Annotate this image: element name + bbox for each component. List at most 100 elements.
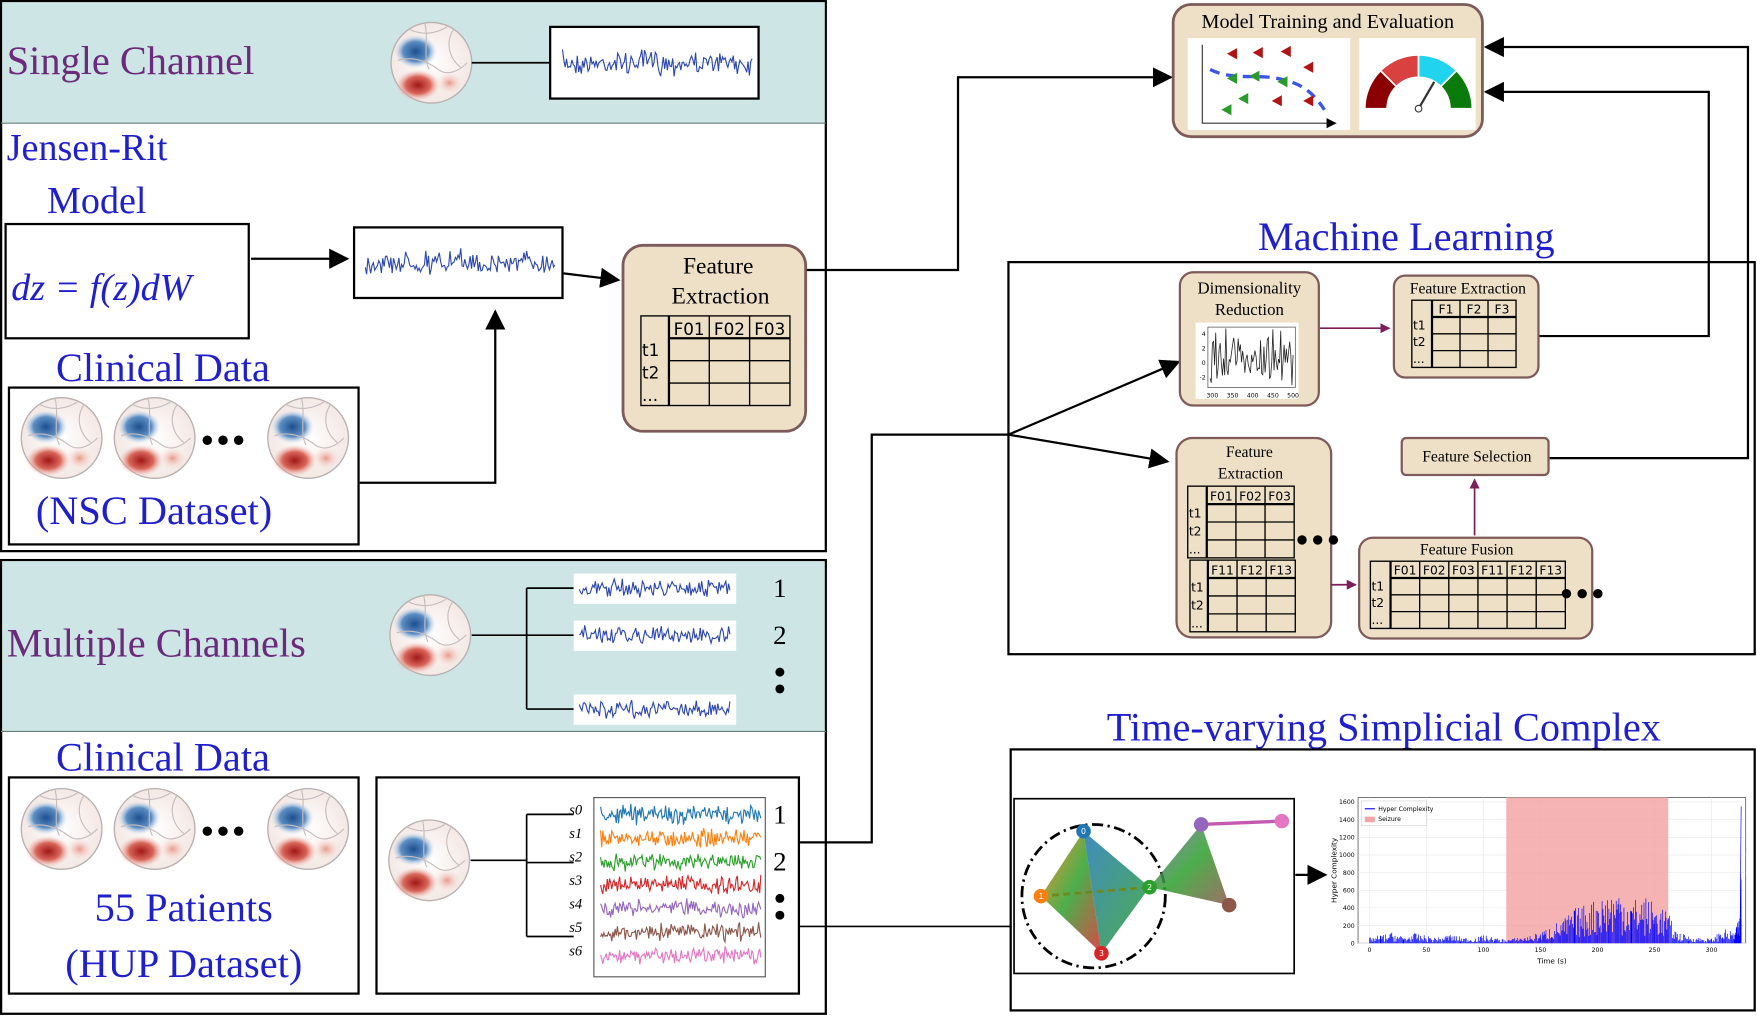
hc-x-tick: 100 [1478,947,1490,954]
complex-node-label: 0 [1081,827,1086,836]
complex-node-4 [1193,817,1209,832]
complex-node-label: 3 [1099,949,1104,958]
class-b-marker [1277,76,1288,88]
table-header: F3 [1495,303,1510,317]
table-header: F12 [1240,564,1263,578]
table-row-label: t2 [642,363,659,383]
table-row-label: ... [1413,352,1425,366]
class-a-marker [1280,45,1291,58]
hup-channel-label-1: 1 [773,799,786,829]
table-header: F12 [1510,564,1533,578]
channel-signals [578,576,731,720]
hup-head-icon-1 [20,787,103,870]
hc-x-label: Time (s) [1536,956,1567,965]
hup-trace-s5 [600,922,762,944]
hc-y-label: Hyper Complexity [1330,837,1339,903]
hup-ellipsis-dot-2 [775,910,785,920]
sde-equation: dz = f(z)dW [11,267,194,309]
hup-patients-label: 55 Patients [95,885,273,930]
table-row-label: t2 [1413,335,1426,349]
channel-label-1: 1 [773,573,786,603]
nsc-clinical-title: Clinical Data [56,345,270,390]
multi-channel-head-icon [389,594,472,677]
class-a-marker [1252,47,1263,59]
simplicial-complex-graph: 0 1 2 3 [1020,813,1290,970]
dr-trace [1209,328,1294,386]
class-a-marker [1303,95,1314,107]
hup-trace-s4 [600,898,762,919]
hup-trace-s1 [600,827,762,848]
hc-y-tick: 600 [1343,887,1355,894]
dr-y-tick: 0 [1202,360,1206,367]
class-a-marker [1303,61,1314,73]
feature-fusion-node [1358,536,1594,640]
feature-extraction-label-2: Extraction [671,284,769,310]
gauge-segment [1439,69,1474,110]
nsc-ellipsis [202,435,244,445]
hup-channel-label-2: 2 [773,846,786,876]
feature-extraction-top-title: Feature Extraction [1410,280,1526,297]
hc-y-tick: 0 [1351,940,1355,947]
complex-node-6 [1274,813,1290,829]
hc-y-tick: 1200 [1339,835,1355,842]
complex-node-1 [1033,888,1049,904]
simplicial-complex-title: Time-varying Simplicial Complex [1107,704,1661,749]
channel-trace-1 [578,576,731,598]
table-header: F03 [1452,564,1475,578]
hup-signal-label-5: s5 [569,920,582,936]
class-a-marker [1226,48,1238,60]
class-b-marker [1221,104,1232,116]
hup-trace-s0 [600,803,762,826]
equation-box [4,222,250,340]
multi-table-ellipsis [1297,535,1339,545]
hup-dataset-label: (HUP Dataset) [65,941,302,986]
channel-trace-3 [578,699,731,720]
complex-node-0 [1076,823,1091,839]
hup-signal-label-1: s1 [569,826,582,842]
table-row-label: t1 [642,340,659,360]
hc-legend-entry: Hyper Complexity [1378,806,1434,813]
hup-signal-label-0: s0 [569,802,583,818]
channel-ellipsis-dot-2 [775,684,785,694]
hc-x-tick: 200 [1592,947,1604,954]
model-training-title: Model Training and Evaluation [1202,11,1455,33]
hc-y-tick: 1000 [1339,852,1355,859]
hc-legend-entry: Seizure [1378,816,1401,823]
single-channel-head-icon [390,21,473,104]
multiple-channels-title: Multiple Channels [7,620,306,665]
hc-x-tick: 300 [1706,947,1718,954]
hup-signal-label-4: s4 [569,896,582,912]
complex-node-label: 1 [1038,892,1043,901]
table-row-label: t2 [1189,524,1202,538]
hc-y-tick: 200 [1343,923,1355,930]
table-header: F11 [1481,564,1504,578]
table-header: F01 [1394,564,1417,578]
feature-selection-title: Feature Selection [1422,449,1531,466]
hc-y-tick: 800 [1343,870,1355,877]
complex-node-2 [1142,879,1157,895]
hyper-complexity-line [1369,806,1742,944]
table-header: F02 [1239,490,1262,504]
table-row-label: t2 [1191,598,1204,612]
feature-fusion-title: Feature Fusion [1420,542,1514,559]
table-header: F1 [1439,303,1454,317]
single-channel-trace [561,49,753,77]
class-b-marker [1249,70,1260,82]
hc-y-tick: 1400 [1339,817,1355,824]
classification-illustration [1201,44,1337,129]
fusion-ellipsis [1561,589,1603,599]
complex-node-label: 2 [1147,883,1152,892]
table-row-label: t1 [1371,579,1384,593]
dr-y-tick: 2 [1202,346,1206,353]
table-header: F01 [1210,490,1233,504]
dr-x-tick: 350 [1227,393,1239,400]
channel-label-2: 2 [773,620,786,650]
hup-multichannel-plot [593,797,766,978]
table-header: F02 [714,319,745,339]
dimensionality-reduction-label-1: Dimensionality [1198,278,1302,297]
feature-extraction-multi-label-1: Feature [1226,444,1273,461]
